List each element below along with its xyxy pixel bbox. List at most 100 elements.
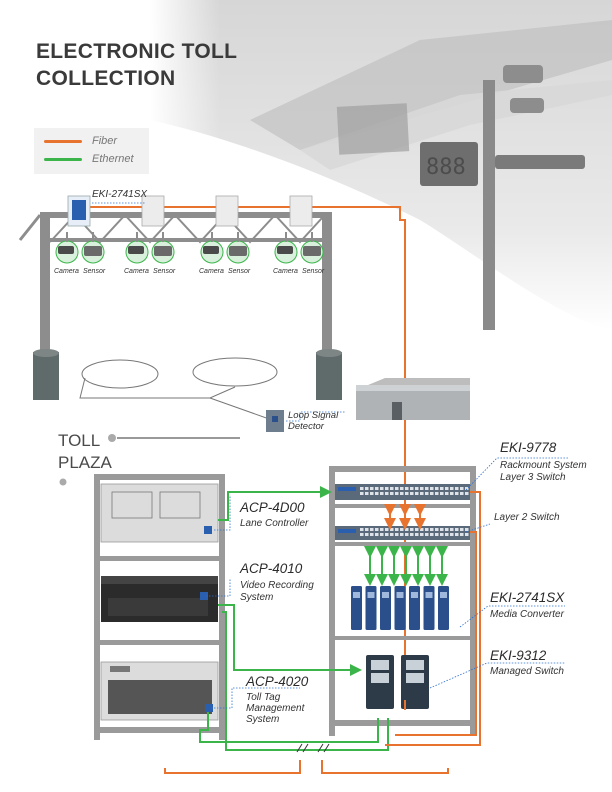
gantry-units [55,232,324,264]
switch-port [465,528,469,531]
switch-port [420,487,424,490]
switch-port [450,528,454,531]
switch-port [395,533,399,536]
switch-port [385,492,389,495]
camera-label: Camera [124,268,149,275]
acp-4d00-model: ACP-4D00 [240,500,305,515]
acp-4010-desc-2: System [240,592,274,603]
gantry-unit [274,232,324,264]
gantry-converter-label: EKI-2741SX [92,189,148,200]
switch-port [450,487,454,490]
legend-fiber-label: Fiber [92,135,118,147]
switch-port [445,487,449,490]
loop-detector-label: Loop Signal Detector [288,410,338,432]
title-line-1: ELECTRONIC TOLL [36,40,238,63]
toll-plaza-line-1: TOLL [58,431,101,450]
switch-port [365,528,369,531]
switch-port [380,487,384,490]
switch-port [425,487,429,490]
switch-port [410,528,414,531]
ethernet-links [199,486,389,751]
switch-port [415,533,419,536]
switch-port [440,528,444,531]
svg-text:888: 888 [426,155,466,180]
sensor-icon [229,246,247,256]
sensor-icon [303,246,321,256]
sensor-label: Sensor [302,268,325,275]
camera-label: Camera [273,268,298,275]
switch-port [445,533,449,536]
switch-port [410,487,414,490]
switch-port [465,533,469,536]
right-rack [329,466,476,736]
road-loops [79,357,278,421]
switch-port [380,533,384,536]
highway-photo-background: 888 [150,0,612,330]
sensor-label: Sensor [83,268,106,275]
switch-port [420,528,424,531]
eki-2741sx-model: EKI-2741SX [490,590,565,605]
switch-port [460,528,464,531]
loop-signal-detector [266,410,345,432]
legend-ethernet-label: Ethernet [92,153,134,165]
converter-port [425,592,433,598]
switch-port [400,492,404,495]
legend-fiber: Fiber [44,134,117,148]
switch-port [465,487,469,490]
switch-port [430,528,434,531]
switch-port [415,528,419,531]
converter-port [382,592,389,598]
gantry-unit [200,232,250,264]
loop-detector-line-2: Detector [288,421,324,432]
switch-port [430,487,434,490]
switch-port [435,487,439,490]
switch-port [435,533,439,536]
fiber-swatch [44,139,82,143]
switch-port [425,528,429,531]
loop-detector-line-1: Loop Signal [288,410,339,421]
switch-port [415,492,419,495]
converter-port [440,592,447,598]
switch-port [405,528,409,531]
switch-port [390,487,394,490]
switch-port [430,533,434,536]
converter-port [367,592,375,598]
toll-plaza-label: TOLL PLAZA [58,430,112,474]
switch-port [390,533,394,536]
switch-port [420,533,424,536]
switch-port [400,528,404,531]
toll-building [356,378,470,420]
switch-port [360,528,364,531]
switch-port [390,492,394,495]
switch-port [415,487,419,490]
switch-port [370,487,374,490]
fiber-arrows [384,504,426,530]
layer2-switch-label: Layer 2 Switch [494,512,560,523]
sensor-icon [154,246,172,256]
switch-port [435,492,439,495]
camera-icon [58,246,74,254]
camera-icon [203,246,219,254]
switch-port [455,533,459,536]
acp-4d00-desc: Lane Controller [240,518,309,529]
switch-port [360,533,364,536]
camera-label: Camera [199,268,224,275]
toll-plaza-marker [59,434,240,486]
switch-port [395,487,399,490]
switch-port [450,492,454,495]
converter-port [411,592,418,598]
switch-port [385,533,389,536]
switch-port [395,528,399,531]
camera-icon [128,246,144,254]
toll-gantry [18,212,342,400]
eki-9778-desc-2: Layer 3 Switch [500,472,566,483]
switch-port [405,487,409,490]
switch-port [370,492,374,495]
page-title: ELECTRONIC TOLL COLLECTION [36,38,237,92]
switch-port [400,487,404,490]
callout-lines [92,202,568,709]
switch-port [360,492,364,495]
switch-port [445,528,449,531]
switch-port [435,528,439,531]
switch-port [385,487,389,490]
